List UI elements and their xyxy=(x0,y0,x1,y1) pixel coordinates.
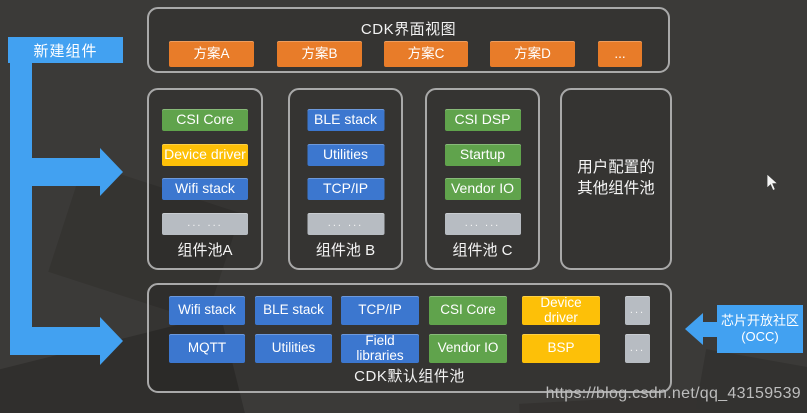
scheme-chip: 方案B xyxy=(277,41,362,67)
pool-c-label: 组件池 C xyxy=(452,242,513,259)
cdk-default-pool-box: Wifi stack BLE stack TCP/IP CSI Core Dev… xyxy=(147,283,672,393)
cdk-default-pool-title: CDK默认组件池 xyxy=(354,368,465,385)
arrow-left-icon xyxy=(685,313,703,345)
user-pool-text: 用户配置的 其他组件池 xyxy=(577,159,655,197)
mouse-cursor-icon xyxy=(766,173,779,192)
component-chip: Vendor IO xyxy=(444,178,521,200)
pool-b-label: 组件池 B xyxy=(315,242,376,259)
cdk-view-title: CDK界面视图 xyxy=(360,21,457,38)
component-chip: Utilities xyxy=(255,334,332,363)
component-chip: CSI Core xyxy=(429,296,507,325)
component-chip: Wifi stack xyxy=(169,296,245,325)
component-chip: BSP xyxy=(522,334,600,363)
occ-label: 芯片开放社区 (OCC) xyxy=(717,305,803,353)
component-chip-more: ... ... xyxy=(444,213,521,235)
component-chip: Device driver xyxy=(162,144,248,166)
component-chip: Utilities xyxy=(307,144,384,166)
arrow-right-icon xyxy=(100,148,123,196)
component-pool-a: CSI Core Device driver Wifi stack ... ..… xyxy=(147,88,263,270)
component-chip: TCP/IP xyxy=(341,296,419,325)
component-chip: MQTT xyxy=(169,334,245,363)
scheme-chip: 方案C xyxy=(384,41,468,67)
component-chip: Vendor IO xyxy=(429,334,507,363)
user-configured-pool-box: 用户配置的 其他组件池 xyxy=(560,88,672,270)
component-chip-more: ... ... xyxy=(162,213,248,235)
component-chip: Wifi stack xyxy=(162,178,248,200)
pool-a-label: 组件池A xyxy=(177,242,233,259)
component-chip-more: ... ... xyxy=(307,213,384,235)
component-chip: CSI Core xyxy=(162,109,248,131)
watermark-url: https://blog.csdn.net/qq_43159539 xyxy=(545,385,801,402)
background-shape xyxy=(695,349,807,413)
component-chip: BLE stack xyxy=(255,296,332,325)
new-component-label: 新建组件 xyxy=(8,37,123,63)
new-component-arrow-stem xyxy=(10,62,32,355)
component-chip: TCP/IP xyxy=(307,178,384,200)
component-pool-c: CSI DSP Startup Vendor IO ... ... 组件池 C xyxy=(425,88,540,270)
component-chip: Device driver xyxy=(522,295,600,325)
cdk-view-box: CDK界面视图 方案A 方案B 方案C 方案D ... xyxy=(147,7,670,73)
scheme-chip: 方案A xyxy=(169,41,254,67)
component-pool-b: BLE stack Utilities TCP/IP ... ... 组件池 B xyxy=(288,88,403,270)
arrow-right-icon xyxy=(100,317,123,365)
scheme-chip: 方案D xyxy=(490,41,575,67)
component-chip-more: ... xyxy=(625,334,650,363)
component-chip: BLE stack xyxy=(307,109,384,131)
component-chip-more: ... xyxy=(625,296,650,325)
component-chip: Field libraries xyxy=(341,333,419,363)
component-chip: CSI DSP xyxy=(444,109,521,131)
scheme-chip-more: ... xyxy=(598,41,642,67)
component-chip: Startup xyxy=(444,144,521,166)
new-component-arrow-branch-bottom xyxy=(30,327,100,355)
occ-arrow-stem xyxy=(703,322,719,337)
new-component-arrow-branch-top xyxy=(30,158,100,186)
